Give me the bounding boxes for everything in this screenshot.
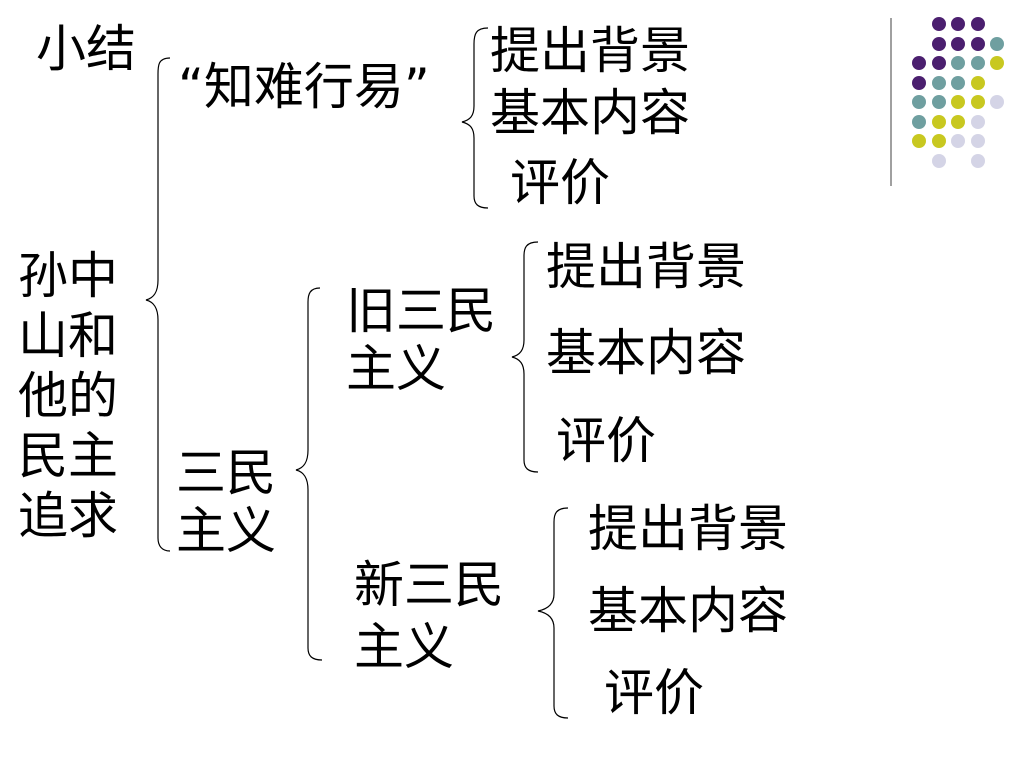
branch2-title-line: 主义	[176, 502, 276, 560]
decorative-dot	[970, 95, 985, 109]
decorative-dot	[931, 134, 946, 148]
root-line: 山和	[18, 307, 118, 365]
new-title: 新三民 主义	[354, 554, 504, 678]
decorative-dot	[912, 114, 926, 129]
decorative-dot	[912, 134, 926, 148]
decorative-dot	[951, 17, 965, 31]
root-line: 孙中	[18, 247, 118, 305]
branch2-title: 三民 主义	[176, 444, 276, 560]
old-brace	[511, 241, 539, 473]
decorative-dot	[951, 95, 965, 109]
decorative-dot	[951, 56, 965, 70]
decorative-dot	[990, 36, 1004, 51]
old-item: 提出背景	[546, 238, 746, 296]
root-line: 追求	[18, 487, 118, 545]
decorative-dot	[912, 95, 926, 109]
decorative-dot	[931, 114, 946, 129]
decorative-dot	[990, 56, 1004, 70]
decorative-dot	[931, 75, 946, 90]
decorative-dot	[951, 75, 965, 90]
decorative-dot	[970, 56, 985, 70]
decorative-dot	[951, 36, 965, 51]
branch1-title: “知难行易”	[178, 58, 430, 116]
branch1-item: 基本内容	[490, 84, 690, 142]
new-item: 评价	[604, 664, 704, 722]
new-brace	[537, 507, 569, 719]
old-item: 基本内容	[546, 324, 746, 382]
decorative-dot	[970, 134, 985, 148]
root-line: 他的	[18, 367, 118, 425]
old-item: 评价	[556, 412, 656, 470]
decorative-dot	[951, 134, 965, 148]
root-brace	[145, 57, 171, 552]
decorative-dot	[912, 56, 926, 70]
summary-title: 小结	[36, 20, 136, 78]
decorative-dot	[931, 17, 946, 31]
old-title-line: 主义	[346, 340, 446, 398]
new-title-line: 主义	[354, 618, 454, 676]
decorative-dot	[970, 75, 985, 90]
new-item: 提出背景	[588, 500, 788, 558]
decorative-dot	[970, 114, 985, 129]
branch1-brace	[461, 27, 489, 209]
root-line: 民主	[18, 427, 118, 485]
branch1-item: 评价	[510, 154, 610, 212]
branch2-brace	[295, 287, 323, 661]
decorative-dot	[931, 36, 946, 51]
new-title-line: 新三民	[354, 556, 504, 614]
old-title-line: 旧三民	[346, 282, 496, 340]
decorative-dot	[912, 75, 926, 90]
decorative-dot	[990, 95, 1004, 109]
branch2-title-line: 三民	[176, 444, 276, 502]
decorative-dot	[970, 17, 985, 31]
old-title: 旧三民 主义	[346, 282, 496, 398]
decorative-dot	[970, 36, 985, 51]
new-item: 基本内容	[588, 582, 788, 640]
decorative-dot	[951, 114, 965, 129]
branch1-item: 提出背景	[490, 22, 690, 80]
root-label: 孙中 山和 他的 民主 追求	[18, 246, 118, 546]
decorative-dot	[931, 95, 946, 109]
decorative-dot	[970, 153, 985, 168]
decorative-dot	[931, 56, 946, 70]
decorative-dot	[931, 153, 946, 168]
